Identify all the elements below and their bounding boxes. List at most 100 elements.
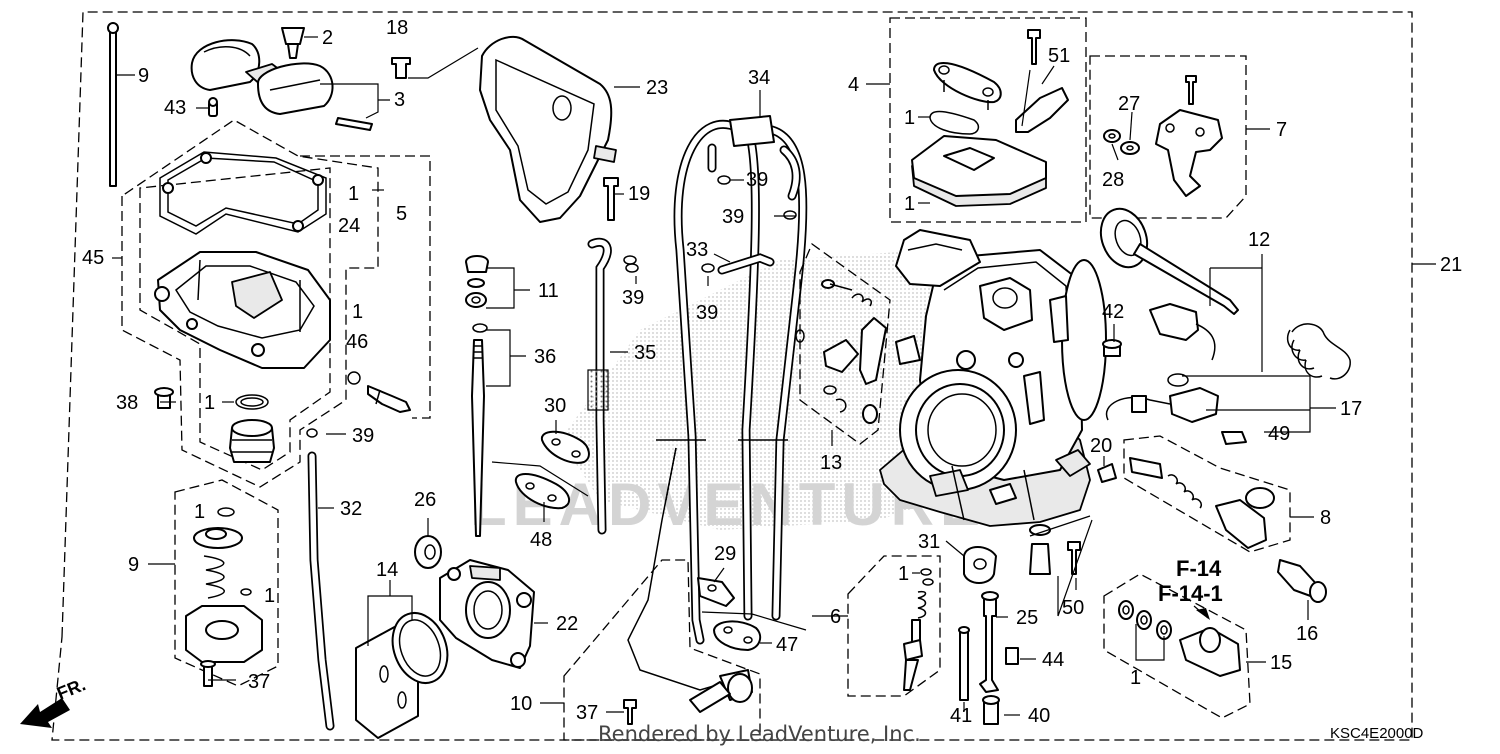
- group-5-outline: [139, 167, 331, 471]
- callout-1-24: 1: [348, 183, 359, 205]
- callout-49: 49: [1268, 423, 1290, 445]
- link-parts-13: [795, 279, 887, 424]
- callout-24: 24: [338, 215, 360, 237]
- group-9-pump-outline: [174, 479, 279, 687]
- air-vent-hose-35: [587, 237, 639, 535]
- overflow-tube-32: [306, 428, 335, 731]
- group-45-outline: [121, 119, 379, 488]
- ref-f14: F-14: [1176, 556, 1222, 581]
- callout-37-a: 37: [248, 671, 270, 693]
- callout-35: 35: [634, 342, 656, 364]
- callout-25: 25: [1016, 607, 1038, 629]
- callout-40: 40: [1028, 705, 1050, 727]
- callout-13: 13: [820, 452, 842, 474]
- float-valve-and-plug: [154, 371, 411, 463]
- callout-39-e: 39: [696, 302, 718, 324]
- callout-2: 2: [322, 27, 333, 49]
- callout-8: 8: [1320, 507, 1331, 529]
- callout-51: 51: [1048, 45, 1070, 67]
- callout-47: 47: [776, 634, 798, 656]
- callout-41: 41: [950, 705, 972, 727]
- callout-32: 32: [340, 498, 362, 520]
- front-direction-arrow: FR.: [20, 674, 88, 728]
- callout-1-6: 1: [898, 563, 909, 585]
- float-chamber-cover-parts: [190, 27, 373, 131]
- callout-31: 31: [918, 531, 940, 553]
- callout-45: 45: [82, 247, 104, 269]
- callout-16: 16: [1296, 623, 1318, 645]
- sensor-parts-17: [1097, 303, 1247, 483]
- callout-34: 34: [748, 67, 770, 89]
- callout-33: 33: [686, 239, 708, 261]
- callout-numbers: 9 43 2 3 18 23 1 24 5 45 1 46 38 1 39 32…: [82, 17, 1462, 727]
- callout-50: 50: [1062, 597, 1084, 619]
- accelerator-pump-parts: [185, 507, 263, 687]
- vent-hoses-34-33: [673, 115, 808, 645]
- leader-lines: [112, 36, 1436, 716]
- fitting-parts-8: [1129, 457, 1327, 603]
- callout-36: 36: [534, 346, 556, 368]
- throttle-link-10: [627, 439, 788, 713]
- callout-22: 22: [556, 613, 578, 635]
- pilot-screw-parts-6: [903, 568, 934, 691]
- callout-20: 20: [1090, 435, 1112, 457]
- float-pin-rod: [107, 22, 119, 187]
- callout-39-b: 39: [622, 287, 644, 309]
- choke-parts-12: [1099, 207, 1351, 380]
- group-4-outline: [889, 17, 1087, 223]
- callout-14: 14: [376, 559, 398, 581]
- jet-parts: [623, 515, 1093, 725]
- callout-18: 18: [386, 17, 408, 39]
- intake-joint-parts: [355, 535, 535, 739]
- callout-39-d: 39: [722, 206, 744, 228]
- plates-29-47: [697, 577, 807, 651]
- ref-f14-1: F-14-1: [1158, 581, 1223, 606]
- callout-6: 6: [830, 606, 841, 628]
- plates-30-48: [491, 430, 590, 510]
- group-5-right-outline: [300, 155, 431, 419]
- callout-11: 11: [538, 280, 559, 302]
- callout-21: 21: [1440, 254, 1462, 276]
- callout-12: 12: [1248, 229, 1270, 251]
- group-10-outline: [563, 559, 761, 741]
- float-bowl-gasket-and-body: [154, 151, 331, 369]
- top-plate-parts-4: [911, 29, 1069, 207]
- render-credit: Rendered by LeadVenture, Inc.: [598, 722, 921, 746]
- callout-3: 3: [394, 89, 405, 111]
- callout-44: 44: [1042, 649, 1064, 671]
- callout-27: 27: [1118, 93, 1140, 115]
- callout-30: 30: [544, 395, 566, 417]
- group-6-outline: [847, 555, 941, 697]
- callout-1-4a: 1: [904, 107, 915, 129]
- front-label: FR.: [54, 674, 88, 703]
- bracket-parts-7: [1103, 75, 1223, 197]
- callout-5: 5: [396, 203, 407, 225]
- fitting-parts-15: [1118, 600, 1241, 677]
- needle-and-jet-parts: [465, 255, 489, 537]
- top-cover-23: [391, 35, 619, 223]
- callout-1-15: 1: [1130, 667, 1141, 689]
- callout-46: 46: [346, 331, 368, 353]
- catalog-code: KSC4E2000D: [1330, 725, 1424, 742]
- callout-39-a: 39: [352, 425, 374, 447]
- group-13-outline: [799, 242, 891, 445]
- callout-10: 10: [510, 693, 532, 715]
- callout-19: 19: [628, 183, 650, 205]
- callout-23: 23: [646, 77, 668, 99]
- assembly-21-outline: [51, 11, 1413, 741]
- callout-39-c: 39: [746, 169, 768, 191]
- callout-7: 7: [1276, 119, 1287, 141]
- callout-43: 43: [164, 97, 186, 119]
- callout-42: 42: [1102, 301, 1124, 323]
- callout-37-b: 37: [576, 702, 598, 724]
- callout-4: 4: [848, 74, 859, 96]
- callout-26: 26: [414, 489, 436, 511]
- callout-1-dia-b: 1: [264, 585, 275, 607]
- carburetor-body: [879, 229, 1107, 527]
- group-7-outline: [1089, 55, 1247, 219]
- callout-9: 9: [138, 65, 149, 87]
- callout-15: 15: [1270, 652, 1292, 674]
- group-8-outline: [1123, 435, 1291, 553]
